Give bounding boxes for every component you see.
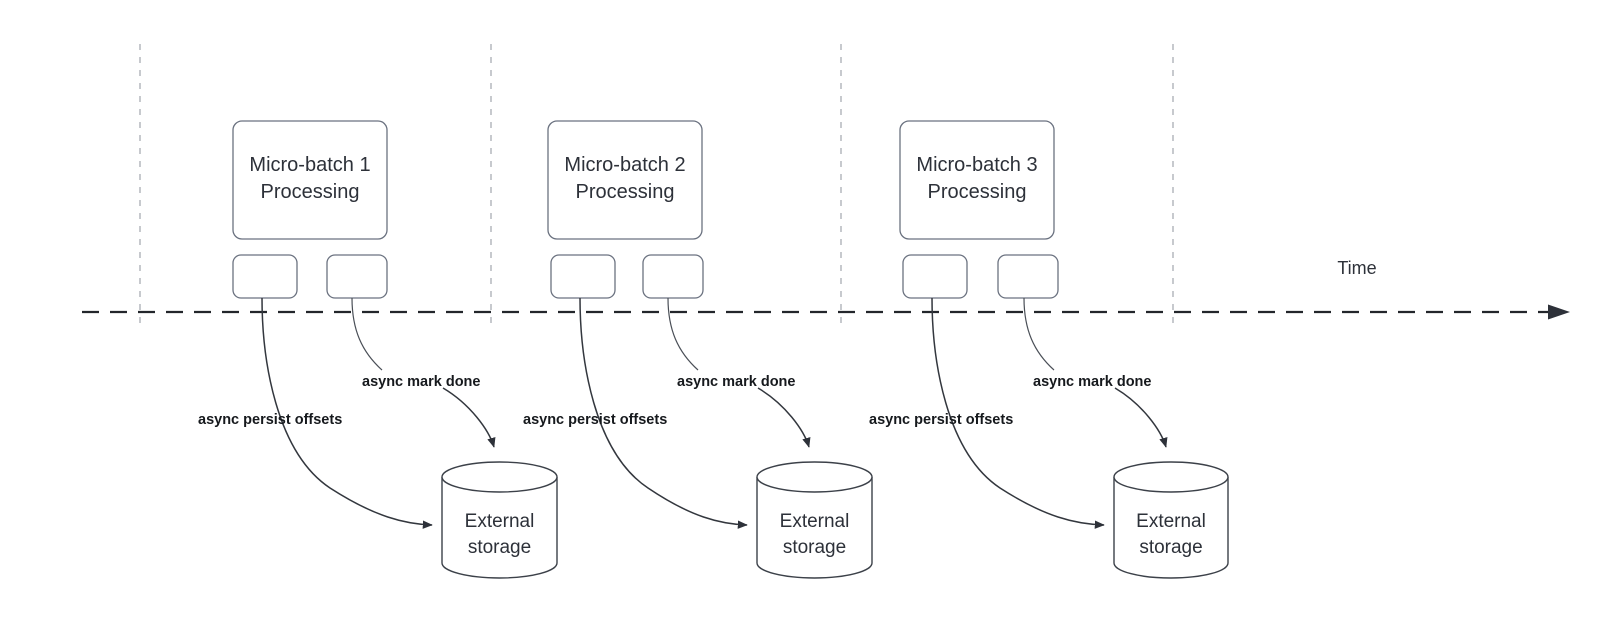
edge-async-mark-done-1-cont [442, 387, 496, 448]
edge-label-async-mark-done-3: async mark done [1033, 374, 1151, 390]
external-storage-1-body [441, 477, 558, 579]
micro-batch-1-task-b-box[interactable] [326, 254, 388, 299]
micro-batch-2-task-a-box[interactable] [550, 254, 616, 299]
edge-label-async-mark-done-1: async mark done [362, 374, 480, 390]
micro-batch-3-processing-box[interactable] [899, 120, 1055, 240]
external-storage-3-body [1113, 477, 1229, 579]
edge-async-mark-done-1 [351, 297, 383, 371]
edge-label-async-mark-done-2: async mark done [677, 374, 795, 390]
micro-batch-3-task-a-box[interactable] [902, 254, 968, 299]
edge-async-mark-done-3-cont [1114, 387, 1168, 448]
external-storage-2-label-line2: storage [783, 537, 846, 558]
micro-batch-1-title-line1: Micro-batch 1 [249, 154, 370, 176]
external-storage-2-top [756, 461, 873, 493]
micro-batch-3-title-line1: Micro-batch 3 [916, 154, 1037, 176]
external-storage-3-label-line2: storage [1139, 537, 1202, 558]
micro-batch-1-task-a-box[interactable] [232, 254, 298, 299]
group-3: Micro-batch 3 Processing External storag… [869, 120, 1229, 579]
edge-async-persist-offsets-3 [931, 297, 1105, 529]
micro-batch-3-title-line2: Processing [928, 181, 1027, 203]
group-1: Micro-batch 1 Processing External storag… [198, 120, 558, 579]
external-storage-1-top [441, 461, 558, 493]
group-2: Micro-batch 2 Processing External storag… [523, 120, 873, 579]
edge-label-async-persist-offsets-3: async persist offsets [869, 412, 1013, 428]
external-storage-3-top [1113, 461, 1229, 493]
micro-batch-2-processing-box[interactable] [547, 120, 703, 240]
external-storage-1-label-line1: External [465, 511, 535, 532]
micro-batch-1-title-line2: Processing [261, 181, 360, 203]
edge-async-persist-offsets-1 [261, 297, 433, 529]
timeline-tick-lines [139, 44, 1174, 325]
external-storage-2[interactable]: External storage [756, 461, 873, 579]
external-storage-2-body [756, 477, 873, 579]
edge-async-mark-done-2-cont [757, 387, 811, 448]
edge-async-persist-offsets-2 [579, 297, 748, 529]
time-axis [82, 304, 1570, 320]
edge-label-async-persist-offsets-2: async persist offsets [523, 412, 667, 428]
external-storage-3[interactable]: External storage [1113, 461, 1229, 579]
micro-batch-2-title-line1: Micro-batch 2 [564, 154, 685, 176]
micro-batch-1-processing-box[interactable] [232, 120, 388, 240]
external-storage-2-label-line1: External [780, 511, 850, 532]
external-storage-1[interactable]: External storage [441, 461, 558, 579]
time-axis-arrowhead [1548, 304, 1570, 320]
external-storage-1-label-line2: storage [468, 537, 531, 558]
micro-batch-2-title-line2: Processing [576, 181, 675, 203]
time-axis-label: Time [1337, 258, 1376, 278]
micro-batch-3-task-b-box[interactable] [997, 254, 1059, 299]
edge-label-async-persist-offsets-1: async persist offsets [198, 412, 342, 428]
edge-async-mark-done-3 [1023, 297, 1055, 371]
external-storage-3-label-line1: External [1136, 511, 1206, 532]
edge-async-mark-done-2 [667, 297, 699, 371]
micro-batch-2-task-b-box[interactable] [642, 254, 704, 299]
